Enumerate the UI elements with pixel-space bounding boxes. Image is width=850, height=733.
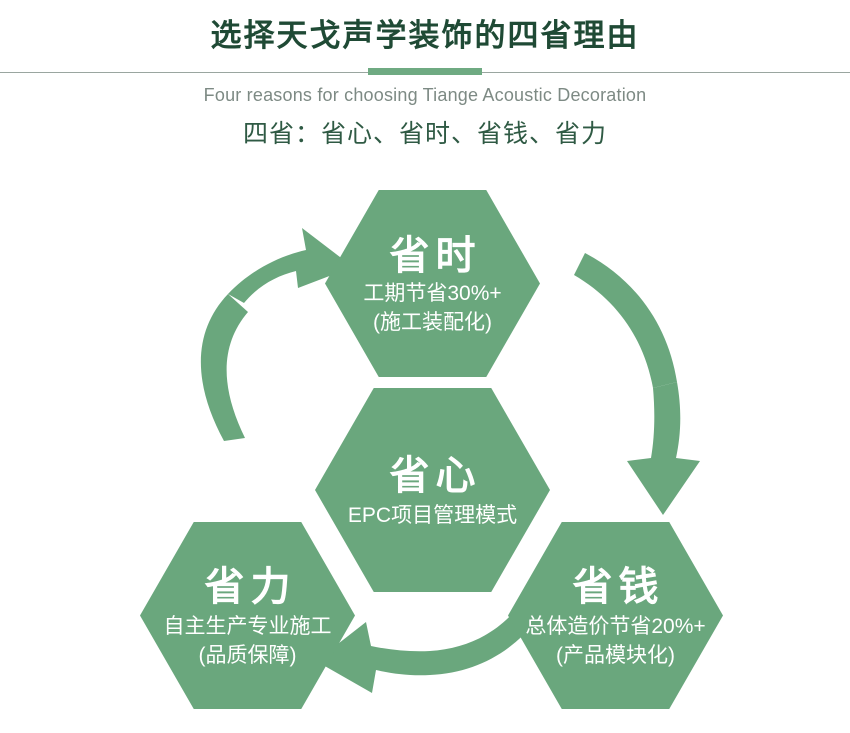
hexagon-title: 省钱 xyxy=(572,564,665,609)
divider-accent-bar xyxy=(368,68,482,75)
arrow-right-down-icon xyxy=(574,253,700,515)
page-title: 选择天戈声学装饰的四省理由 xyxy=(210,18,640,53)
arrow-bottom-left-icon xyxy=(316,613,530,693)
hexagon-line-1: 总体造价节省20%+ xyxy=(525,614,706,638)
hexagon-title: 省力 xyxy=(204,564,297,609)
title-divider xyxy=(0,68,850,76)
header: 选择天戈声学装饰的四省理由 Four reasons for choosing … xyxy=(0,0,850,170)
hexagon-line-1: 工期节省30%+ xyxy=(363,281,502,305)
subtitle-chinese: 四省：省心、省时、省钱、省力 xyxy=(242,120,607,148)
cycle-diagram: 省时 工期节省30%+ (施工装配化) 省心 EPC项目管理模式 省力 自主生产… xyxy=(0,170,850,733)
arrows-svg xyxy=(200,228,700,693)
hexagon-line-1: EPC项目管理模式 xyxy=(347,503,518,527)
hexagon-title: 省时 xyxy=(389,233,482,278)
hexagon-line-2: (施工装配化) xyxy=(373,310,492,334)
arrows-layer xyxy=(0,170,850,733)
hexagon-node-top[interactable]: 省时 工期节省30%+ (施工装配化) xyxy=(325,190,540,377)
hexagons-layer: 省时 工期节省30%+ (施工装配化) 省心 EPC项目管理模式 省力 自主生产… xyxy=(0,170,850,733)
hexagon-title: 省心 xyxy=(389,453,482,498)
hexagon-node-right[interactable]: 省钱 总体造价节省20%+ (产品模块化) xyxy=(508,522,723,709)
hexagon-node-left[interactable]: 省力 自主生产专业施工 (品质保障) xyxy=(140,522,355,709)
hexagon-line-1: 自主生产专业施工 xyxy=(163,614,332,638)
hexagon-node-center[interactable]: 省心 EPC项目管理模式 xyxy=(315,388,550,592)
hexagon-line-2: (品质保障) xyxy=(198,643,297,667)
hexagon-line-2: (产品模块化) xyxy=(556,643,675,667)
subtitle-english: Four reasons for choosing Tiange Acousti… xyxy=(203,85,647,105)
arrow-left-up-icon xyxy=(200,228,353,441)
